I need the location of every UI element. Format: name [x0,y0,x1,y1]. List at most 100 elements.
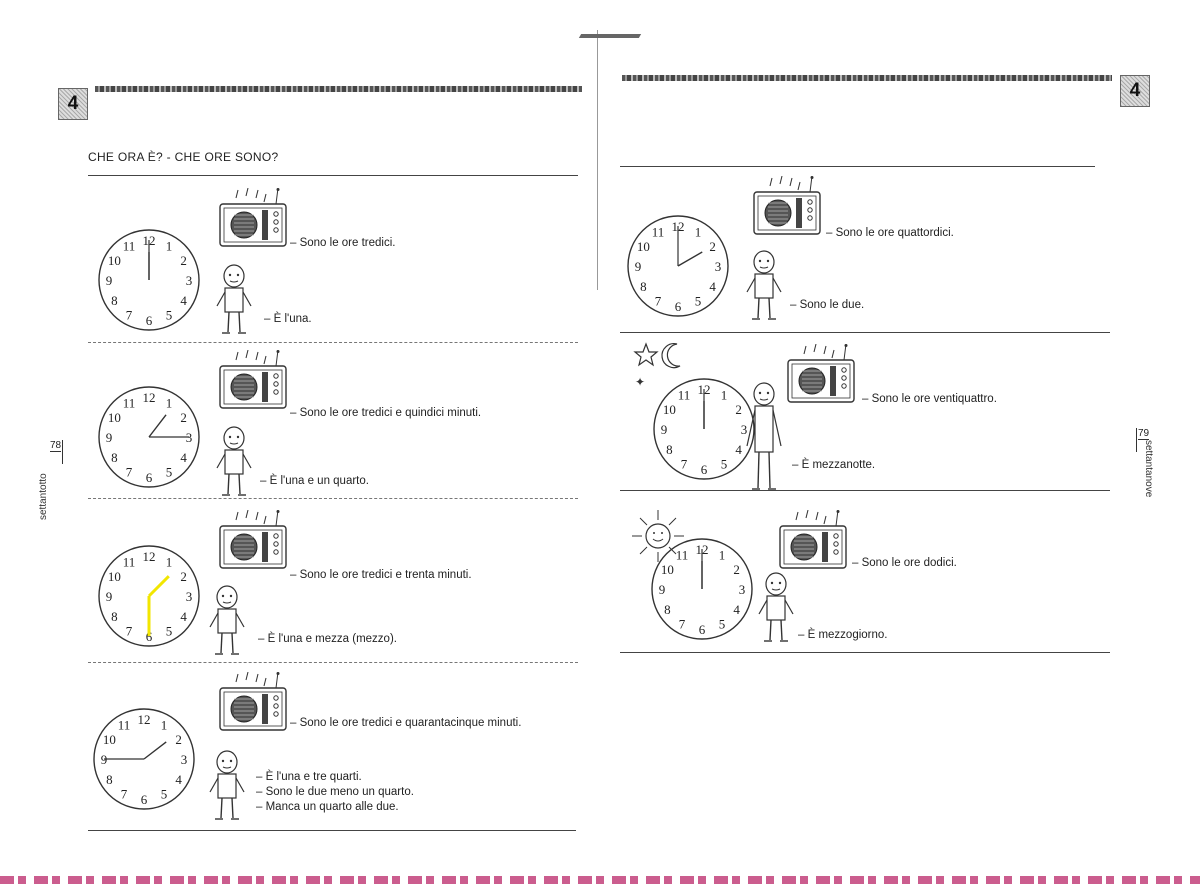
hour-hand [143,741,167,760]
divider [620,652,1110,653]
sun-icon [626,506,690,575]
radio [218,349,290,417]
person-text: – È l'una. [264,313,312,325]
clock-numeral: 9 [106,589,113,604]
hour-hand [677,251,703,267]
clock-numeral: 2 [733,562,740,577]
radio-text: – Sono le ore ventiquattro. [862,393,997,405]
radio [218,509,290,577]
clock-numeral: 11 [123,238,136,253]
clock-numeral: 5 [719,617,726,632]
radio-icon [787,343,855,403]
clock-numeral: 7 [681,457,688,472]
clock-numeral: 2 [180,410,187,425]
radio-text: – Sono le ore tredici e trenta minuti. [290,569,472,581]
person [205,750,249,827]
person-icon [746,250,782,320]
clock-numeral: 10 [108,410,121,425]
radio-icon [219,349,287,409]
person [742,250,786,327]
clock-numeral: 1 [695,224,702,239]
person-icon [209,750,245,820]
clock-numeral: 3 [181,752,188,767]
clock-numeral: 3 [739,582,746,597]
clock-numeral: 8 [664,602,671,617]
page-number: 79 [1138,428,1150,440]
clock-numeral: 8 [640,279,647,294]
page-number: 78 [50,440,62,452]
clock-numeral: 9 [106,273,113,288]
clock-numeral: 2 [180,569,187,584]
clock-numeral: 7 [121,787,128,802]
clock-numeral: 9 [659,582,666,597]
clock-numeral: 7 [679,617,686,632]
clock-numeral: 2 [180,253,187,268]
clock-numeral: 2 [735,402,742,417]
clock-numeral: 2 [709,239,716,254]
person [212,264,256,341]
clock-numeral: 3 [186,273,193,288]
divider [88,342,578,343]
clock-numeral: 7 [126,624,133,639]
clock-numeral: 12 [143,390,156,405]
hour-hand [148,414,167,438]
clock-numeral: 5 [161,787,168,802]
clock-numeral: 11 [123,395,136,410]
clock-numeral: 6 [146,313,153,328]
clock-numeral: 8 [111,450,118,465]
radio-text: – Sono le ore quattordici. [826,227,954,239]
book-fold [597,30,598,290]
clock-numeral: 3 [741,422,748,437]
person-icon [209,585,245,655]
clock-numeral: 11 [678,387,691,402]
clock-numeral: 5 [166,624,173,639]
radio-text: – Sono le ore tredici e quarantacinque m… [290,717,522,729]
chapter-box-right: 4 [1120,75,1150,107]
person-icon [746,382,782,490]
page-word: settantanove [1143,440,1154,498]
clock-numeral: 8 [666,442,673,457]
person-text: – Sono le due. [790,299,865,311]
clock-numeral: 2 [175,732,182,747]
page-word: settantotto [38,473,49,520]
clock-numeral: 8 [111,293,118,308]
clock-numeral: 10 [103,732,116,747]
person-icon [216,426,252,496]
radio [218,671,290,739]
clock-numeral: 9 [106,430,113,445]
person-text: – È l'una e tre quarti. [256,771,362,783]
clock-numeral: 1 [161,717,168,732]
clock-numeral: 4 [180,609,187,624]
divider [88,830,576,831]
radio [218,187,290,255]
clock-numeral: 11 [652,224,665,239]
clock-numeral: 6 [675,299,682,314]
header-band-right [622,75,1112,81]
person-text: – È l'una e mezza (mezzo). [258,633,397,645]
radio-text: – Sono le ore dodici. [852,557,957,569]
radio-icon [219,509,287,569]
clock-numeral: 3 [186,589,193,604]
person-icon [758,572,794,642]
scan-artifact [0,876,1200,884]
clock-numeral: 7 [655,294,662,309]
page-number-rule [1136,428,1137,452]
clock-numeral: 6 [146,470,153,485]
clock-numeral: 11 [123,554,136,569]
divider [620,166,1095,167]
fold-mark [578,34,642,38]
clock-numeral: 5 [721,457,728,472]
clock-numeral: 10 [108,253,121,268]
person-text: – Sono le due meno un quarto. [256,786,414,798]
clock-numeral: 4 [175,772,182,787]
clock-numeral: 10 [108,569,121,584]
clock-numeral: 4 [735,442,742,457]
page-title: CHE ORA È? - CHE ORE SONO? [88,150,279,164]
clock-numeral: 7 [126,308,133,323]
svg-text:✦: ✦ [635,375,645,389]
hour-hand [147,575,170,598]
clock-numeral: 1 [719,547,726,562]
